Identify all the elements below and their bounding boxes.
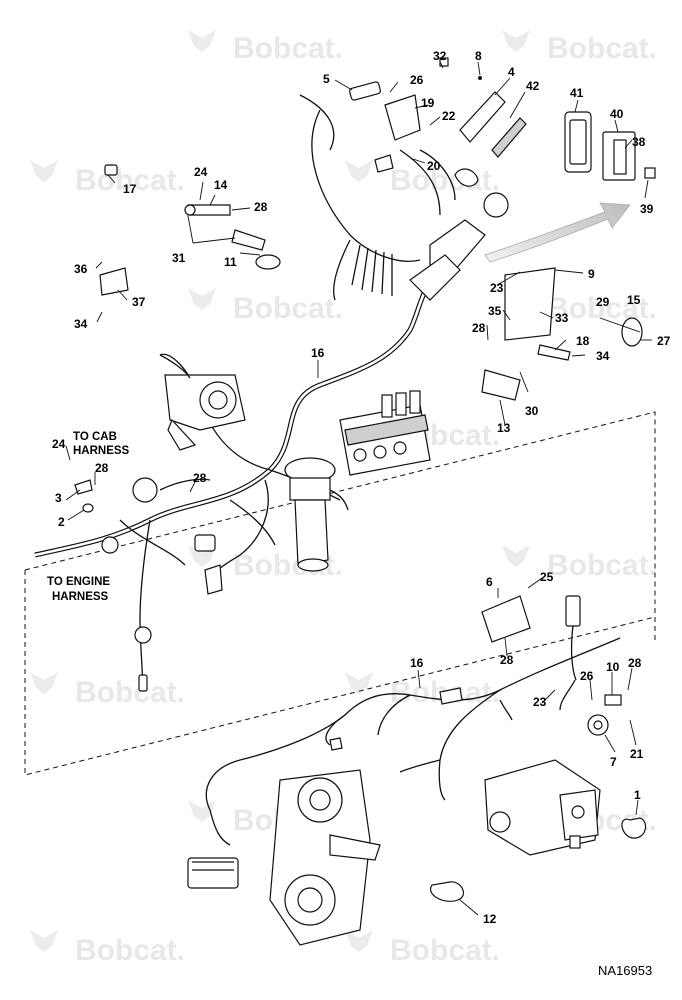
svg-text:Bobcat.: Bobcat.	[233, 292, 343, 325]
watermark-9: Bobcat.	[502, 545, 657, 582]
note-to-engine-2: HARNESS	[52, 591, 109, 603]
callouts: 32 8 4 26 42 5 19 22 41 40 38 39 20 17 2…	[52, 49, 671, 926]
callout-24: 24	[194, 165, 208, 179]
callout-33: 33	[555, 311, 569, 325]
callout-34b: 34	[596, 349, 610, 363]
callout-28: 28	[254, 200, 268, 214]
callout-28c: 28	[95, 461, 109, 475]
callout-1: 1	[634, 788, 641, 802]
callout-18: 18	[576, 334, 590, 348]
lower-harness	[205, 637, 621, 846]
lower-parts	[187, 595, 647, 902]
callout-20: 20	[427, 159, 441, 173]
watermark-14: Bobcat.	[30, 930, 185, 967]
callout-23: 23	[490, 281, 504, 295]
callout-36: 36	[74, 262, 88, 276]
callout-17: 17	[123, 182, 137, 196]
lower-section-frame	[24, 411, 656, 776]
callout-11: 11	[224, 255, 237, 269]
callout-15: 15	[627, 293, 641, 307]
note-to-cab-1: TO CAB	[73, 431, 117, 443]
svg-text:Bobcat.: Bobcat.	[390, 934, 500, 967]
callout-32: 32	[433, 49, 447, 63]
watermark-2: Bobcat.	[502, 30, 657, 65]
hydraulic-pump-upper	[159, 354, 246, 451]
callout-34: 34	[74, 317, 88, 331]
callout-30: 30	[525, 404, 539, 418]
callout-2: 2	[58, 515, 65, 529]
callout-10: 10	[606, 660, 620, 674]
hydrostatic-pump	[269, 769, 381, 946]
svg-text:Bobcat.: Bobcat.	[75, 934, 185, 967]
callout-19: 19	[421, 96, 435, 110]
upper-parts	[99, 57, 656, 401]
callout-28b: 28	[472, 321, 486, 335]
harness-notes: TO CAB HARNESS TO ENGINE HARNESS	[47, 431, 130, 603]
watermark-11: Bobcat.	[345, 672, 500, 709]
callout-25: 25	[540, 570, 554, 584]
callout-26: 26	[410, 73, 424, 87]
svg-text:Bobcat.: Bobcat.	[233, 32, 343, 65]
callout-16: 16	[311, 346, 325, 360]
callout-8: 8	[475, 49, 482, 63]
callout-23b: 23	[533, 695, 547, 709]
svg-text:Bobcat.: Bobcat.	[75, 164, 185, 197]
callout-9: 9	[588, 267, 595, 281]
callout-3: 3	[55, 491, 62, 505]
hydraulic-filter	[284, 457, 349, 572]
callout-42: 42	[526, 79, 540, 93]
callout-7: 7	[610, 755, 617, 769]
watermark-5: Bobcat.	[188, 288, 343, 325]
callout-22: 22	[442, 109, 456, 123]
callout-14: 14	[214, 178, 228, 192]
svg-text:Bobcat.: Bobcat.	[75, 676, 185, 709]
note-to-cab-2: HARNESS	[73, 445, 130, 457]
watermark-10: Bobcat.	[30, 672, 185, 709]
callout-4: 4	[508, 65, 515, 79]
leader-lines	[65, 61, 652, 916]
svg-text:Bobcat.: Bobcat.	[547, 549, 657, 582]
callout-27: 27	[657, 334, 671, 348]
drive-motor	[484, 759, 601, 856]
svg-text:Bobcat.: Bobcat.	[390, 164, 500, 197]
callout-16b: 16	[410, 656, 424, 670]
callout-13: 13	[497, 421, 511, 435]
callout-12: 12	[483, 912, 497, 926]
callout-26b: 26	[580, 669, 594, 683]
callout-31: 31	[172, 251, 186, 265]
callout-28f: 28	[628, 656, 642, 670]
watermark-1: Bobcat.	[188, 30, 343, 65]
callout-41: 41	[570, 86, 584, 100]
watermark-3: Bobcat.	[30, 160, 185, 197]
callout-40: 40	[610, 107, 624, 121]
svg-text:Bobcat.: Bobcat.	[547, 292, 657, 325]
watermark-4: Bobcat.	[345, 160, 500, 197]
callout-37: 37	[132, 295, 146, 309]
svg-text:Bobcat.: Bobcat.	[547, 32, 657, 65]
callout-21: 21	[630, 747, 644, 761]
note-to-engine-1: TO ENGINE	[47, 576, 110, 588]
callout-28d: 28	[193, 471, 207, 485]
callout-5: 5	[323, 72, 330, 86]
callout-38: 38	[632, 135, 646, 149]
callout-24b: 24	[52, 437, 66, 451]
callout-29: 29	[596, 295, 610, 309]
figure-id: NA16953	[598, 963, 652, 978]
left-small-parts	[74, 477, 223, 692]
watermark-15: Bobcat.	[345, 930, 500, 967]
callout-39: 39	[640, 202, 654, 216]
callout-28e: 28	[500, 653, 514, 667]
callout-6: 6	[486, 575, 493, 589]
detail-arrow	[484, 202, 631, 263]
callout-35: 35	[488, 304, 502, 318]
control-valve	[339, 390, 431, 476]
